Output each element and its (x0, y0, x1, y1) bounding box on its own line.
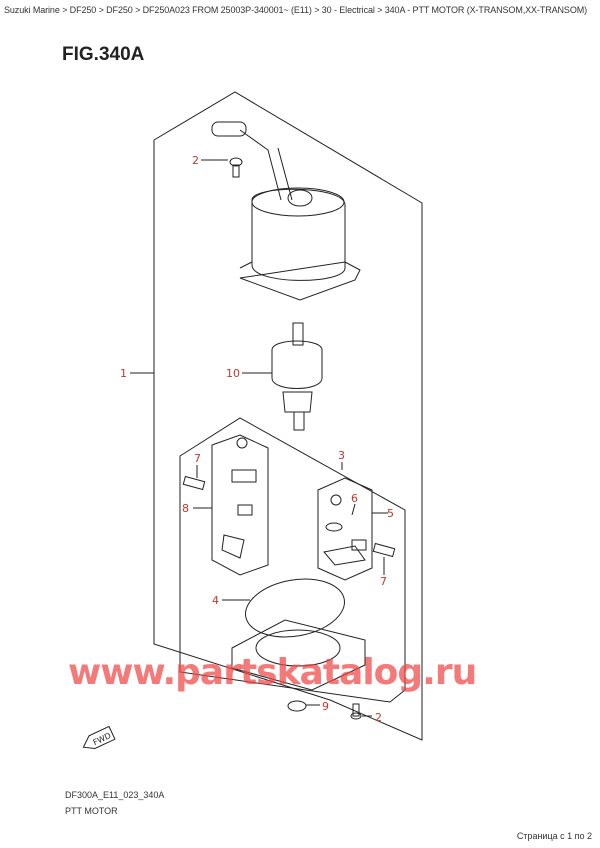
screw-icon (229, 157, 243, 178)
assembly-frame (153, 91, 423, 741)
brush-holder-5 (317, 477, 373, 581)
callout-2[interactable]: 2 (375, 711, 382, 724)
pagination: Страница с 1 по 2 (516, 831, 592, 841)
callout-3[interactable]: 3 (338, 449, 345, 462)
armature (271, 322, 323, 431)
callout-2[interactable]: 2 (192, 154, 199, 167)
watermark: www.partskatalog.ru (68, 652, 477, 693)
callout-6[interactable]: 6 (351, 492, 358, 505)
callout-8[interactable]: 8 (182, 502, 189, 515)
o-ring (245, 578, 345, 638)
leader-lines (130, 159, 388, 717)
diagram-name: PTT MOTOR (65, 806, 118, 816)
figure-title: FIG.340A (62, 44, 145, 65)
motor-base (231, 619, 366, 691)
callout-9[interactable]: 9 (322, 700, 329, 713)
brush-holder-frame (179, 417, 406, 703)
washer-9 (287, 700, 307, 712)
callout-4[interactable]: 4 (212, 594, 219, 607)
breadcrumb[interactable]: Suzuki Marine > DF250 > DF250 > DF250A02… (4, 5, 588, 15)
callout-1[interactable]: 1 (120, 367, 127, 380)
spring-icon (182, 475, 206, 491)
callout-7[interactable]: 7 (380, 575, 387, 588)
diagram-code: DF300A_E11_023_340A (65, 790, 165, 800)
brush-holder-8 (211, 434, 269, 576)
callout-7[interactable]: 7 (194, 452, 201, 465)
callout-10[interactable]: 10 (226, 367, 240, 380)
callout-5[interactable]: 5 (387, 507, 394, 520)
spring-icon (372, 542, 396, 558)
screw-icon (350, 703, 362, 720)
motor-housing (211, 121, 361, 301)
fwd-arrow-icon: FWD (82, 725, 116, 749)
